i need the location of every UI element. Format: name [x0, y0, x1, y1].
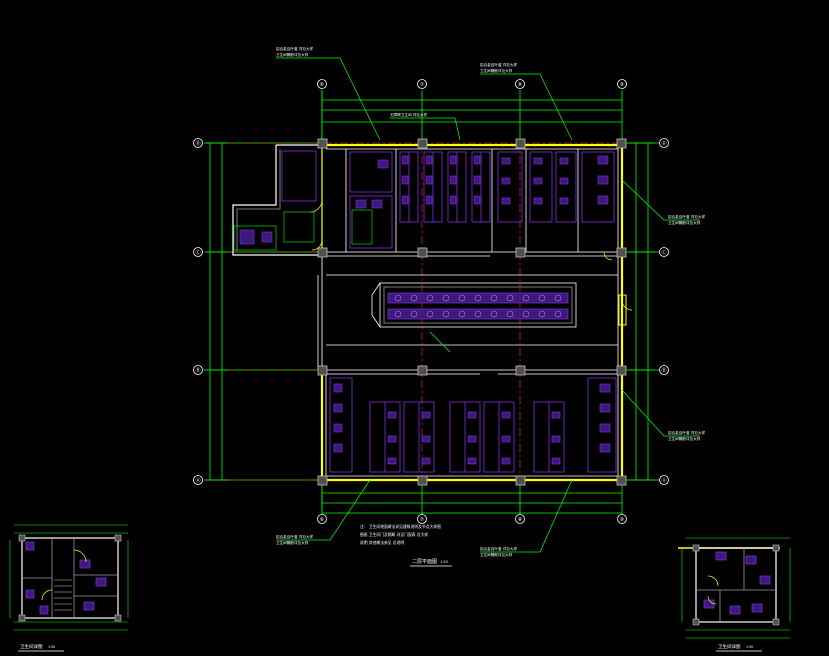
callout-bottom-right-line1: 铝合金百叶窗 详见大样: [480, 546, 517, 551]
callout-top-left-line1: 铝合金百叶窗 详见大样: [276, 46, 313, 51]
detail-left-title: 卫生间详图: [20, 643, 43, 650]
callout-right-upper-line1: 铝合金百叶窗 详见大样: [668, 214, 705, 219]
grid-bubbles: [193, 79, 669, 524]
grid-label-bottom-3: ⑧: [518, 517, 523, 523]
annex-details: [233, 209, 373, 251]
callout-bottom-right-line2: 卫生间隔断详见大样: [480, 552, 513, 557]
grid-label-top-2: ⑦: [420, 82, 425, 88]
grid-label-top-3: ⑧: [518, 82, 523, 88]
interior-walls: [326, 149, 618, 375]
grid-label-right-4: Ⓐ: [661, 477, 666, 484]
grid-label-top-4: ⑨: [620, 82, 624, 88]
plan-notes: 注： 卫生间地面做法详见建筑说明及节点大样图 图纸 卫生间门及隔断 详见门窗表 …: [360, 524, 441, 545]
detail-left-drawing: 卫生间详图 1:50: [9, 524, 129, 652]
detail-right-title: 卫生间详图: [718, 643, 741, 650]
grid-label-bottom-1: ⑥: [320, 517, 325, 523]
grid-label-top-1: ⑥: [320, 82, 325, 88]
grid-label-right-3: Ⓑ: [661, 367, 666, 374]
upper-toilet-stalls: [281, 150, 615, 249]
central-wash-basins: [387, 292, 569, 320]
plan-note-1: 注： 卫生间地面做法详见建筑说明及节点大样图: [360, 524, 441, 529]
grid-label-left-2: Ⓒ: [195, 249, 200, 256]
upper-fixture-symbols: [239, 155, 609, 245]
callout-top-right-line2: 卫生间隔断详见大样: [480, 68, 513, 73]
dimension-lines: [204, 90, 662, 515]
callout-right-upper-line2: 卫生间隔断详见大样: [668, 220, 701, 225]
detail-right-scale: 1:50: [746, 645, 753, 649]
callout-right-lower-line2: 卫生间隔断详见大样: [668, 436, 701, 441]
detail-right-drawing: 卫生间详图 1:50: [678, 537, 791, 652]
callout-top-right-line1: 铝合金百叶窗 详见大样: [480, 62, 517, 67]
plan-note-3: 说明 其他做法参见 总说明: [360, 540, 404, 545]
callout-top-center: 无障碍卫生间 详见大样: [390, 112, 427, 117]
lower-toilet-stalls: [329, 377, 617, 473]
central-basin-circles: [394, 294, 562, 318]
detail-left-scale: 1:50: [48, 645, 55, 649]
callout-right-lower-line1: 铝合金百叶窗 详见大样: [668, 430, 705, 435]
grid-label-right-2: Ⓒ: [661, 249, 666, 256]
plan-title: 二层平面图: [412, 559, 437, 565]
columns: [317, 138, 627, 486]
grid-label-right-1: Ⓓ: [661, 140, 666, 147]
plan-scale: 1:50: [440, 560, 448, 564]
grid-label-bottom-2: ⑦: [420, 517, 425, 523]
leader-lines: [276, 57, 700, 553]
plan-note-2: 图纸 卫生间门及隔断 详见门窗表 及大样: [360, 532, 428, 537]
grid-bubble-labels: ⑥ ⑦ ⑧ ⑨ ⑥ ⑦ ⑧ ⑨ Ⓓ Ⓒ Ⓑ Ⓐ Ⓓ Ⓒ Ⓑ Ⓐ: [195, 82, 666, 523]
grid-label-left-4: Ⓐ: [195, 477, 200, 484]
callout-bottom-left-line2: 卫生间隔断详见大样: [276, 540, 309, 545]
callout-bottom-left-line1: 铝合金百叶窗 详见大样: [276, 534, 313, 539]
callout-top-left-line2: 卫生间隔断详见大样: [276, 52, 309, 57]
grid-label-left-3: Ⓑ: [195, 367, 200, 374]
callout-labels: 铝合金百叶窗 详见大样 卫生间隔断详见大样 铝合金百叶窗 详见大样 卫生间隔断详…: [276, 46, 705, 557]
grid-label-bottom-4: ⑨: [620, 517, 624, 523]
lower-fixture-symbols: [333, 383, 611, 465]
grid-label-left-1: Ⓓ: [195, 140, 200, 147]
plan-title-block: 二层平面图 1:50: [410, 559, 452, 567]
